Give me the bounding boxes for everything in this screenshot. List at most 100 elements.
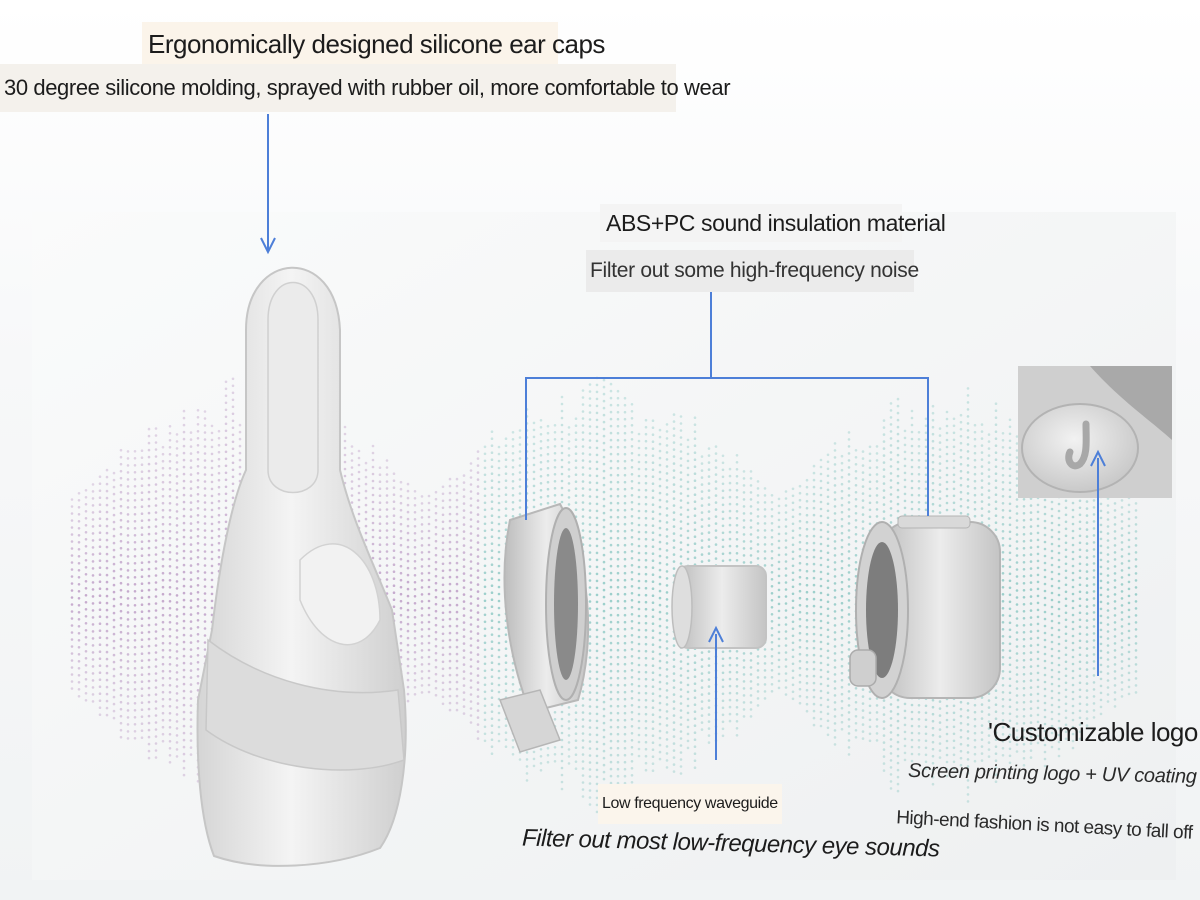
wave-dot <box>161 452 165 456</box>
wave-dot <box>210 466 214 470</box>
wave-dot <box>644 677 648 681</box>
wave-dot <box>826 705 830 709</box>
wave-dot <box>434 651 438 655</box>
wave-dot <box>672 644 676 647</box>
wave-dot <box>658 645 662 649</box>
wave-dot <box>749 715 753 718</box>
wave-dot <box>420 558 424 561</box>
wave-dot <box>154 630 158 633</box>
wave-dot <box>623 508 627 512</box>
wave-dot <box>483 466 487 470</box>
wave-dot <box>133 618 137 621</box>
wave-dot <box>182 430 186 434</box>
wave-dot <box>224 401 228 405</box>
wave-dot <box>455 638 459 642</box>
wave-dot <box>476 450 480 453</box>
wave-dot <box>637 544 641 548</box>
wave-dot <box>763 648 767 651</box>
wave-dot <box>588 474 592 477</box>
wave-dot <box>70 596 74 599</box>
wave-dot <box>434 525 438 529</box>
wave-dot <box>840 664 844 668</box>
wave-dot <box>707 531 711 534</box>
wave-dot <box>826 684 830 688</box>
wave-dot <box>826 726 830 730</box>
wave-dot <box>532 456 536 460</box>
wave-dot <box>210 459 214 463</box>
wave-dot <box>805 632 809 636</box>
wave-dot <box>518 758 522 761</box>
wave-dot <box>658 533 662 537</box>
wave-dot <box>595 600 599 604</box>
wave-dot <box>112 653 116 657</box>
wave-dot <box>462 523 466 526</box>
wave-dot <box>630 410 634 413</box>
wave-dot <box>658 435 662 439</box>
wave-dot <box>595 698 599 702</box>
wave-dot <box>84 580 88 583</box>
wave-dot <box>644 761 648 765</box>
wave-dot <box>413 693 417 696</box>
wave-dot <box>119 651 123 655</box>
wave-dot <box>819 654 823 658</box>
wave-dot <box>497 487 501 491</box>
wave-dot <box>140 729 144 732</box>
wave-dot <box>133 485 137 488</box>
wave-dot <box>91 504 95 507</box>
wave-dot <box>714 529 718 532</box>
wave-dot <box>455 617 459 621</box>
wave-dot <box>637 712 641 716</box>
wave-dot <box>126 464 130 467</box>
wave-dot <box>392 605 396 608</box>
wave-dot <box>378 487 382 491</box>
wave-dot <box>84 608 88 611</box>
wave-dot <box>133 667 137 670</box>
wave-dot <box>539 475 543 478</box>
wave-dot <box>203 522 207 525</box>
wave-dot <box>840 699 844 703</box>
wave-dot <box>644 698 648 702</box>
wave-dot <box>840 608 844 612</box>
wave-dot <box>686 718 690 722</box>
wave-dot <box>126 583 130 586</box>
wave-dot <box>609 739 613 743</box>
wave-dot <box>462 509 466 512</box>
wave-dot <box>735 713 739 716</box>
wave-dot <box>693 458 697 462</box>
wave-dot <box>112 541 116 545</box>
wave-dot <box>378 571 382 574</box>
wave-dot <box>833 533 837 536</box>
wave-dot <box>651 440 655 444</box>
wave-dot <box>567 748 571 751</box>
wave-dot <box>756 501 760 504</box>
wave-dot <box>826 649 830 653</box>
wave-dot <box>434 539 438 543</box>
wave-dot <box>595 803 599 807</box>
wave-dot <box>602 413 606 417</box>
wave-dot <box>700 511 704 514</box>
wave-dot <box>791 522 795 526</box>
wave-dot <box>672 742 676 745</box>
wave-dot <box>357 512 361 516</box>
wave-dot <box>490 444 494 448</box>
wave-dot <box>189 501 193 504</box>
wave-dot <box>182 528 186 532</box>
wave-dot <box>91 700 95 703</box>
wave-dot <box>77 688 81 691</box>
wave-dot <box>469 623 473 626</box>
wave-dot <box>665 472 669 475</box>
wave-dot <box>161 732 165 736</box>
wave-dot <box>238 444 242 448</box>
wave-dot <box>721 678 725 682</box>
wave-dot <box>504 626 508 629</box>
wave-dot <box>182 437 186 441</box>
wave-dot <box>413 581 417 584</box>
wave-dot <box>119 721 123 725</box>
wave-dot <box>826 516 830 520</box>
wave-dot <box>490 724 494 727</box>
wave-dot <box>126 681 130 684</box>
wave-dot <box>847 690 851 693</box>
wave-dot <box>224 492 228 496</box>
wave-dot <box>392 577 396 580</box>
wave-dot <box>581 697 585 700</box>
